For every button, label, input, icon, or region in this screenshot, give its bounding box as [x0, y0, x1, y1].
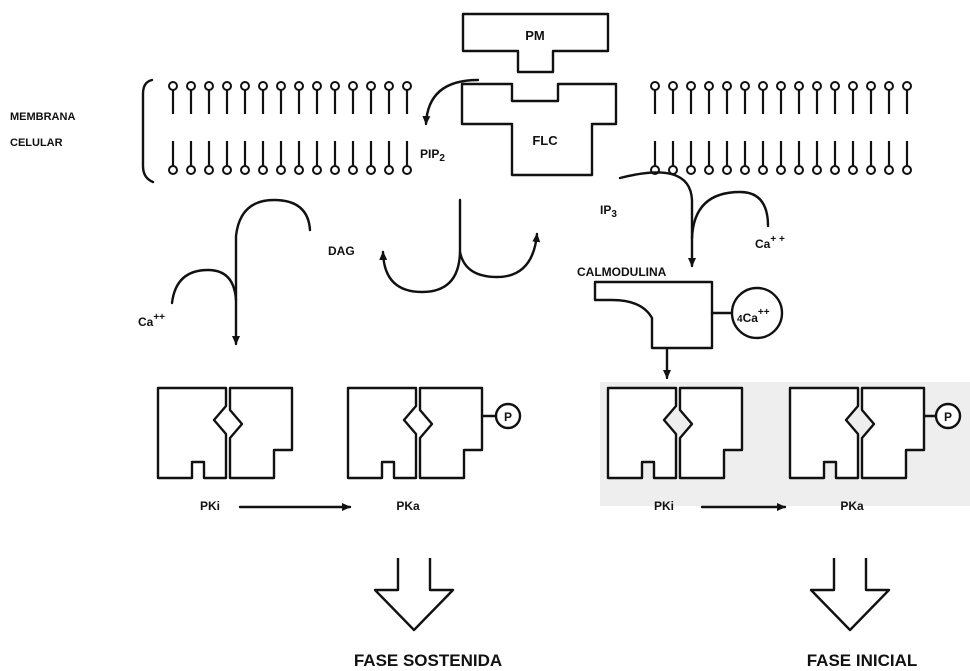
- phospholipid-head: [403, 166, 411, 174]
- phospholipid-head: [385, 166, 393, 174]
- fase-inicial-label: FASE INICIAL: [807, 651, 918, 670]
- pip2-split-left-arrow: [383, 200, 460, 292]
- phospholipid-head: [705, 82, 713, 90]
- pka-label-right: PKa: [840, 499, 864, 513]
- phospholipid-head: [849, 82, 857, 90]
- phospholipid-head: [331, 82, 339, 90]
- phospholipid-head: [741, 166, 749, 174]
- pka-label-left: PKa: [396, 499, 420, 513]
- calmodulin-shape: [595, 282, 712, 348]
- phospholipid-head: [813, 82, 821, 90]
- phospholipid-head: [349, 82, 357, 90]
- ca-left-curve: [172, 270, 236, 303]
- phospholipid-head: [277, 82, 285, 90]
- phospholipid-head: [241, 82, 249, 90]
- phospholipid-head: [313, 82, 321, 90]
- phospholipid-head: [723, 82, 731, 90]
- phospholipid-head: [205, 166, 213, 174]
- flc-enzyme: [462, 84, 616, 175]
- fase-sostenida-label: FASE SOSTENIDA: [354, 651, 502, 670]
- phospholipid-head: [759, 166, 767, 174]
- membrane-bracket: [143, 80, 153, 182]
- down-arrow-sustained: [375, 558, 453, 630]
- calmodulin-label: CALMODULINA: [577, 265, 667, 279]
- phospholipid-head: [241, 166, 249, 174]
- ca-right-curve: [692, 192, 768, 238]
- phospholipid-head: [259, 82, 267, 90]
- pip2-label: PIP2: [420, 147, 445, 164]
- pip2-split-right-arrow: [460, 234, 537, 277]
- phospholipid-head: [885, 166, 893, 174]
- dag-to-pkc-arrow: [236, 200, 310, 344]
- membrane-label-line1: MEMBRANA: [10, 111, 75, 123]
- phospholipid-head: [313, 166, 321, 174]
- phospholipid-head: [777, 166, 785, 174]
- phospholipid-head: [867, 82, 875, 90]
- phospholipid-head: [331, 166, 339, 174]
- phospholipid-head: [723, 166, 731, 174]
- phospholipid-head: [903, 166, 911, 174]
- phospholipid-head: [831, 166, 839, 174]
- phospholipid-head: [849, 166, 857, 174]
- phospholipid-head: [169, 82, 177, 90]
- pki-label-right: PKi: [654, 499, 674, 513]
- phospholipid-head: [349, 166, 357, 174]
- phospholipid-head: [367, 166, 375, 174]
- phospholipid-head: [705, 166, 713, 174]
- phospholipid-head: [687, 82, 695, 90]
- phospholipid-head: [259, 166, 267, 174]
- phospholipid-head: [205, 82, 213, 90]
- phospholipid-head: [295, 82, 303, 90]
- phospholipid-head: [759, 82, 767, 90]
- ca-left-label: Ca++: [138, 312, 165, 329]
- flc-label: FLC: [532, 133, 558, 148]
- phospholipid-head: [187, 82, 195, 90]
- phospholipid-head: [813, 166, 821, 174]
- down-arrow-initial: [811, 558, 889, 630]
- kinase-pka-left: [348, 388, 520, 478]
- phospholipid-head: [295, 166, 303, 174]
- pm-receptor: [463, 14, 608, 72]
- phospholipid-head: [651, 82, 659, 90]
- phosphate-label-left: P: [504, 410, 512, 424]
- phospholipid-head: [795, 82, 803, 90]
- phospholipid-head: [867, 166, 875, 174]
- pm-label: PM: [525, 28, 545, 43]
- membrane-label-line2: CELULAR: [10, 137, 63, 149]
- ip3-label: IP3: [600, 203, 617, 220]
- phospholipid-head: [687, 166, 695, 174]
- phospholipid-head: [187, 166, 195, 174]
- phospholipid-head: [795, 166, 803, 174]
- phospholipid-head: [169, 166, 177, 174]
- kinase-pki-right: [608, 388, 742, 478]
- phospholipid-head: [385, 82, 393, 90]
- phospholipid-head: [367, 82, 375, 90]
- phospholipid-head: [277, 166, 285, 174]
- phospholipid-head: [831, 82, 839, 90]
- kinase-pki-left: [158, 388, 292, 478]
- dag-label: DAG: [328, 244, 355, 258]
- ca-right-label: Ca+ +: [755, 234, 785, 251]
- phosphate-label-right: P: [944, 410, 952, 424]
- phospholipid-head: [885, 82, 893, 90]
- phospholipid-head: [903, 82, 911, 90]
- ip3-to-calmodulin-arrow: [620, 172, 692, 266]
- pki-label-left: PKi: [200, 499, 220, 513]
- phospholipid-head: [403, 82, 411, 90]
- phospholipid-head: [223, 166, 231, 174]
- phospholipid-head: [223, 82, 231, 90]
- phospholipid-head: [741, 82, 749, 90]
- phospholipid-head: [669, 82, 677, 90]
- phospholipid-head: [777, 82, 785, 90]
